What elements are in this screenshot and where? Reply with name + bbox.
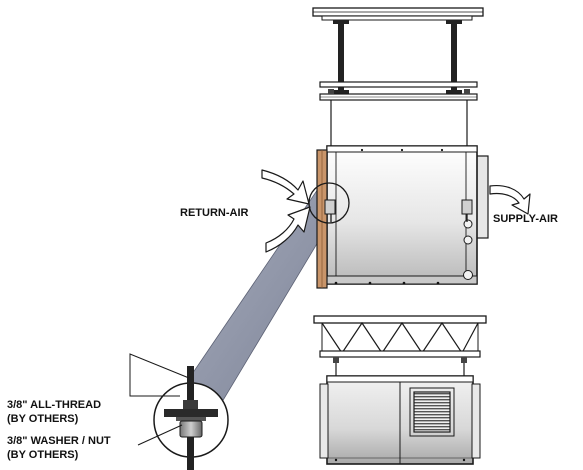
washer-nut-leader — [137, 424, 183, 446]
washer-nut-label: 3/8" WASHER / NUT — [7, 435, 111, 447]
supply-air-label: SUPPLY-AIR — [493, 213, 559, 225]
washer-nut-note: (BY OTHERS) — [7, 449, 79, 461]
unit-cabinet — [316, 145, 489, 289]
all-thread-leader — [129, 353, 190, 397]
unit-front-view — [313, 315, 487, 465]
return-air-arrow-icon — [261, 169, 311, 253]
return-air-label: RETURN-AIR — [180, 207, 249, 219]
all-thread-note: (BY OTHERS) — [7, 413, 79, 425]
all-thread-label: 3/8" ALL-THREAD — [7, 399, 102, 411]
hardware-detail — [129, 353, 229, 470]
supply-air-arrow-icon — [489, 184, 531, 215]
